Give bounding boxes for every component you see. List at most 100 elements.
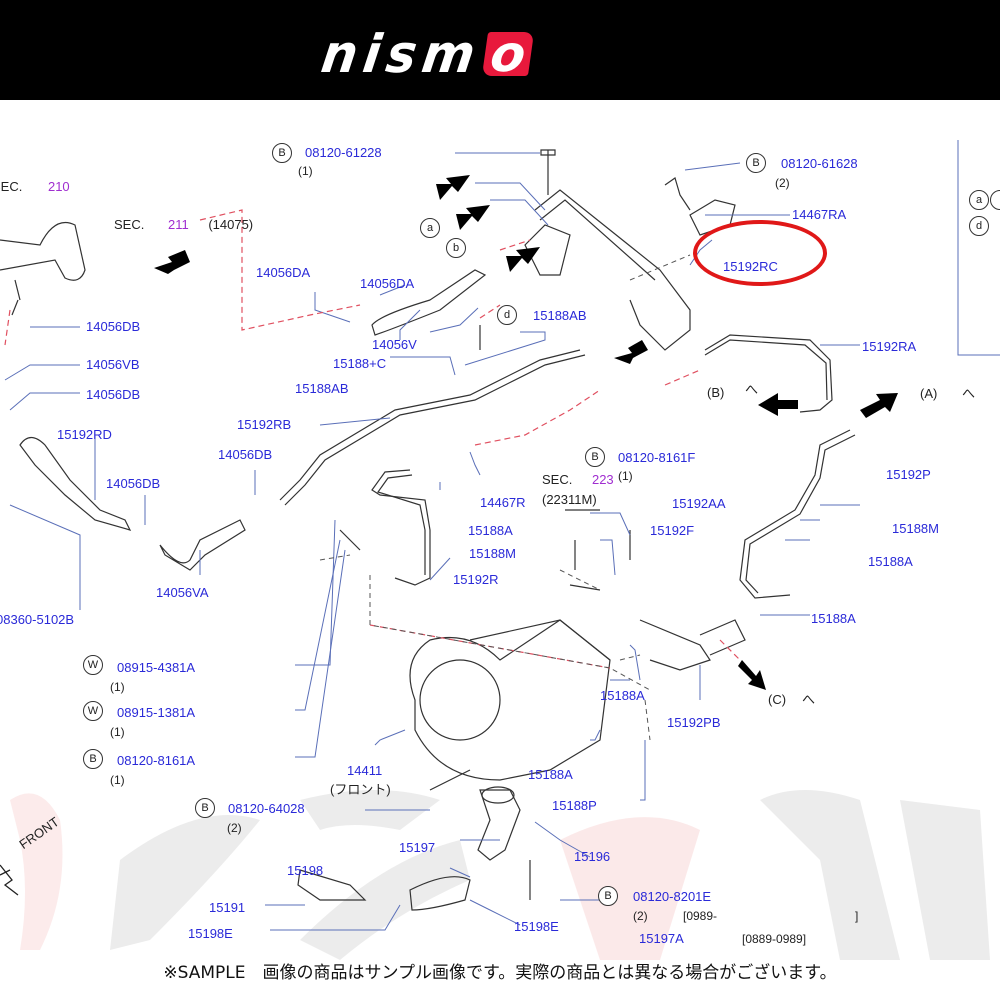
ref-A-label: (A) bbox=[920, 386, 938, 401]
bolt-badge: B bbox=[195, 798, 215, 818]
part-label-14411[interactable]: 14411 bbox=[347, 763, 383, 778]
part-label[interactable]: 08120-8161A bbox=[117, 753, 196, 768]
part-label-15188P[interactable]: 15188P bbox=[552, 798, 597, 813]
inset-ref-a: a bbox=[969, 190, 989, 210]
part-qty: (1) bbox=[110, 680, 125, 694]
front-indicator bbox=[0, 864, 19, 896]
part-label-15188M[interactable]: 15188M bbox=[469, 546, 516, 561]
part-label[interactable]: 08120-8161F bbox=[618, 450, 696, 465]
part-label-15192RC[interactable]: 15192RC bbox=[723, 259, 778, 274]
part-qty: (1) bbox=[110, 773, 125, 787]
arrow-to-a bbox=[436, 175, 470, 200]
manifold-shape bbox=[0, 221, 86, 281]
ref-B-caret: へ bbox=[745, 382, 759, 397]
part-label-15192P[interactable]: 15192P bbox=[886, 467, 931, 482]
part-label-15192R[interactable]: 15192R bbox=[453, 572, 499, 587]
arrow-sec-223 bbox=[614, 340, 648, 364]
bolt-badge: B bbox=[598, 886, 618, 906]
sec-210-label: SEC. 210 bbox=[0, 179, 70, 194]
ref-C-label: (C) bbox=[768, 692, 787, 707]
part-label-14056DA[interactable]: 14056DA bbox=[256, 265, 311, 280]
arrow-to-b bbox=[456, 205, 490, 230]
part-label-15188A[interactable]: 15188A bbox=[811, 611, 856, 626]
part-qty: (1) bbox=[618, 469, 633, 483]
part-label-15188A[interactable]: 15188A bbox=[468, 523, 513, 538]
ref-circle-a: a bbox=[420, 218, 440, 238]
turbocharger-outline bbox=[409, 619, 611, 781]
part-label-15198E[interactable]: 15198E bbox=[188, 926, 233, 941]
part-label-15192RA[interactable]: 15192RA bbox=[862, 339, 917, 354]
part-qty: (2) bbox=[227, 821, 242, 835]
sec-211-label: SEC. 211 (14075) bbox=[114, 217, 254, 232]
diagram-line-art bbox=[0, 140, 1000, 931]
arrow-to-C bbox=[738, 660, 766, 690]
part-label[interactable]: 08915-1381A bbox=[117, 705, 196, 720]
part-label-14467RA[interactable]: 14467RA bbox=[792, 207, 847, 222]
washer-badge: W bbox=[83, 701, 103, 721]
arrow-sec-211 bbox=[154, 250, 190, 274]
parts-diagram: SEC. 210 SEC. 211 (14075) SEC. 223 (2231… bbox=[0, 100, 1000, 960]
arrow-to-A bbox=[860, 393, 898, 418]
part-label-14467R[interactable]: 14467R bbox=[480, 495, 526, 510]
date-range: [0989- bbox=[683, 909, 718, 923]
part-note-front: (フロント) bbox=[330, 782, 391, 797]
part-label-15192PB[interactable]: 15192PB bbox=[667, 715, 721, 730]
part-label-15198E[interactable]: 15198E bbox=[514, 919, 559, 934]
part-label[interactable]: 08120-64028 bbox=[228, 801, 305, 816]
part-label-15192RB[interactable]: 15192RB bbox=[237, 417, 292, 432]
ref-circle-d: d bbox=[497, 305, 517, 325]
ref-circle-b: b bbox=[446, 238, 466, 258]
bolt-badge: B bbox=[746, 153, 766, 173]
part-qty: (1) bbox=[298, 164, 313, 178]
part-label-14056DB[interactable]: 14056DB bbox=[86, 387, 141, 402]
part-label-15197A[interactable]: 15197A bbox=[639, 931, 684, 946]
part-label-15191[interactable]: 15191 bbox=[209, 900, 246, 915]
part-label-14056DB[interactable]: 14056DB bbox=[218, 447, 273, 462]
part-label-15188M[interactable]: 15188M bbox=[892, 521, 939, 536]
inset-ref-d: d bbox=[969, 216, 989, 236]
date-range: [0889-0989] bbox=[742, 932, 807, 946]
part-label[interactable]: 08915-4381A bbox=[117, 660, 196, 675]
bolt-badge: B bbox=[83, 749, 103, 769]
part-label-14056DA[interactable]: 14056DA bbox=[360, 276, 415, 291]
nismo-logo: nism o bbox=[318, 24, 535, 84]
direction-arrows bbox=[154, 175, 898, 690]
bolt-badge: B bbox=[585, 447, 605, 467]
ref-A-caret: へ bbox=[962, 386, 976, 401]
part-label-15188AB[interactable]: 15188AB bbox=[533, 308, 587, 323]
part-qty: (1) bbox=[110, 725, 125, 739]
part-label-14056V[interactable]: 14056V bbox=[372, 337, 417, 352]
part-label-15188A[interactable]: 15188A bbox=[528, 767, 573, 782]
part-label-15188A[interactable]: 15188A bbox=[600, 688, 645, 703]
part-label-15196[interactable]: 15196 bbox=[574, 849, 611, 864]
part-label-15188C[interactable]: 15188+C bbox=[333, 356, 387, 371]
part-label-08360-5102B[interactable]: 08360-5102B bbox=[0, 612, 75, 627]
part-label-15192F[interactable]: 15192F bbox=[650, 523, 695, 538]
part-label[interactable]: 08120-61228 bbox=[305, 145, 382, 160]
part-label-14056VB[interactable]: 14056VB bbox=[86, 357, 140, 372]
part-label[interactable]: 08120-61628 bbox=[781, 156, 858, 171]
part-qty: (2) bbox=[633, 909, 648, 923]
part-label-15192AA[interactable]: 15192AA bbox=[672, 496, 726, 511]
highlight-ellipse bbox=[693, 220, 827, 286]
part-label-15188AB[interactable]: 15188AB bbox=[295, 381, 349, 396]
brand-header: nism o bbox=[0, 0, 1000, 100]
part-label-15197[interactable]: 15197 bbox=[399, 840, 436, 855]
logo-accent-letter: o bbox=[481, 25, 535, 83]
part-label-15192RD[interactable]: 15192RD bbox=[57, 427, 112, 442]
part-label-14056DB[interactable]: 14056DB bbox=[106, 476, 161, 491]
part-label-15198[interactable]: 15198 bbox=[287, 863, 324, 878]
part-qty: (2) bbox=[775, 176, 790, 190]
part-label-15188A[interactable]: 15188A bbox=[868, 554, 913, 569]
washer-badge: W bbox=[83, 655, 103, 675]
part-label[interactable]: 08120-8201E bbox=[633, 889, 712, 904]
part-label-14056VA[interactable]: 14056VA bbox=[156, 585, 209, 600]
ref-C-caret: へ bbox=[802, 692, 816, 707]
bolt-badge: B bbox=[272, 143, 292, 163]
arrow-to-d bbox=[506, 247, 540, 272]
sec-223-ref: (22311M) bbox=[542, 492, 597, 507]
sample-notice: ※SAMPLE 画像の商品はサンプル画像です。実際の商品とは異なる場合がございま… bbox=[163, 963, 837, 983]
sec-223-label: SEC. 223 bbox=[542, 472, 614, 487]
part-label-14056DB[interactable]: 14056DB bbox=[86, 319, 141, 334]
arrow-to-B bbox=[758, 393, 798, 416]
